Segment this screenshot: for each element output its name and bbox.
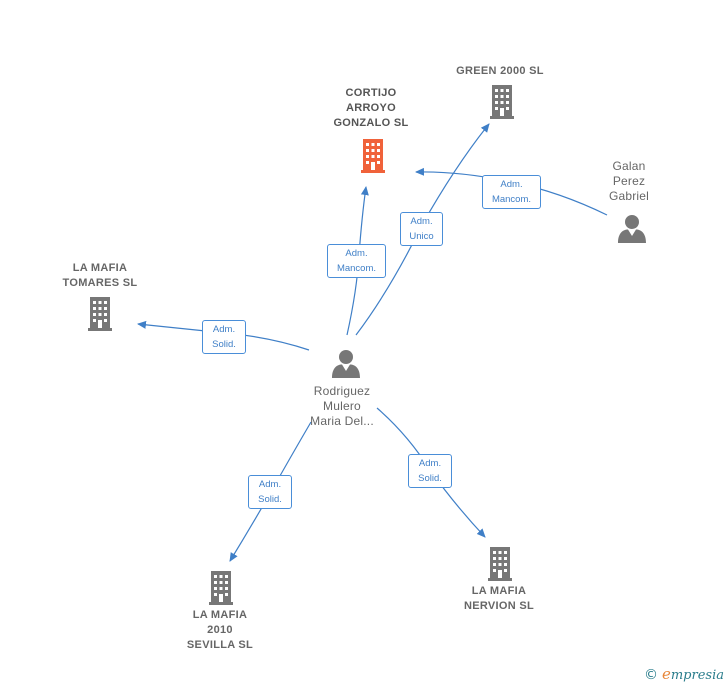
- copyright-icon: ©: [643, 667, 658, 683]
- node-la-mafia-2010-sevilla[interactable]: LA MAFIA 2010 SEVILLA SL: [186, 609, 254, 651]
- node-green-2000[interactable]: GREEN 2000 SL: [456, 65, 544, 77]
- building-icon: [488, 547, 512, 581]
- brand-watermark: ©empresia: [644, 665, 724, 683]
- person-icon: [332, 350, 360, 378]
- building-icon: [490, 85, 514, 119]
- brand-name: mpresia: [670, 668, 724, 683]
- node-cortijo-arroyo-gonzalo[interactable]: CORTIJO ARROYO GONZALO SL: [333, 87, 409, 129]
- node-galan-perez-gabriel[interactable]: Galan Perez Gabriel: [608, 159, 650, 203]
- building-icon: [361, 139, 385, 173]
- edge-label-rodriguez-nervion: Adm. Solid.: [408, 454, 452, 488]
- person-icon: [618, 215, 646, 243]
- node-rodriguez-mulero[interactable]: Rodriguez Mulero Maria Del...: [310, 384, 374, 428]
- edge-label-rodriguez-2010: Adm. Solid.: [248, 475, 292, 509]
- brand-initial: e: [661, 665, 671, 683]
- edge-label-rodriguez-cortijo: Adm. Mancom.: [327, 244, 386, 278]
- edge-label-rodriguez-tomares: Adm. Solid.: [202, 320, 246, 354]
- edge-label-galan-cortijo: Adm. Mancom.: [482, 175, 541, 209]
- edge-label-rodriguez-green: Adm. Unico: [400, 212, 443, 246]
- node-la-mafia-nervion[interactable]: LA MAFIA NERVION SL: [463, 585, 535, 612]
- node-la-mafia-tomares[interactable]: LA MAFIA TOMARES SL: [62, 262, 138, 289]
- building-icon: [88, 297, 112, 331]
- building-icon: [209, 571, 233, 605]
